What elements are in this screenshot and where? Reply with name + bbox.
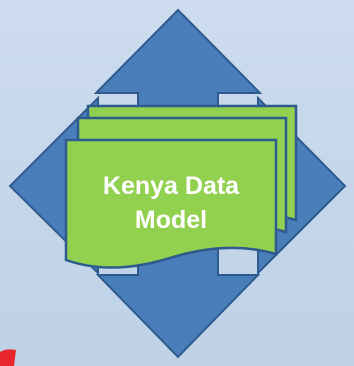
document-label-line-1: Kenya Data: [102, 172, 240, 200]
document-label: Kenya Data Model: [68, 158, 274, 248]
document-front: [64, 138, 278, 269]
document-label-line-2: Model: [134, 206, 208, 234]
corner-accent: [0, 349, 16, 366]
